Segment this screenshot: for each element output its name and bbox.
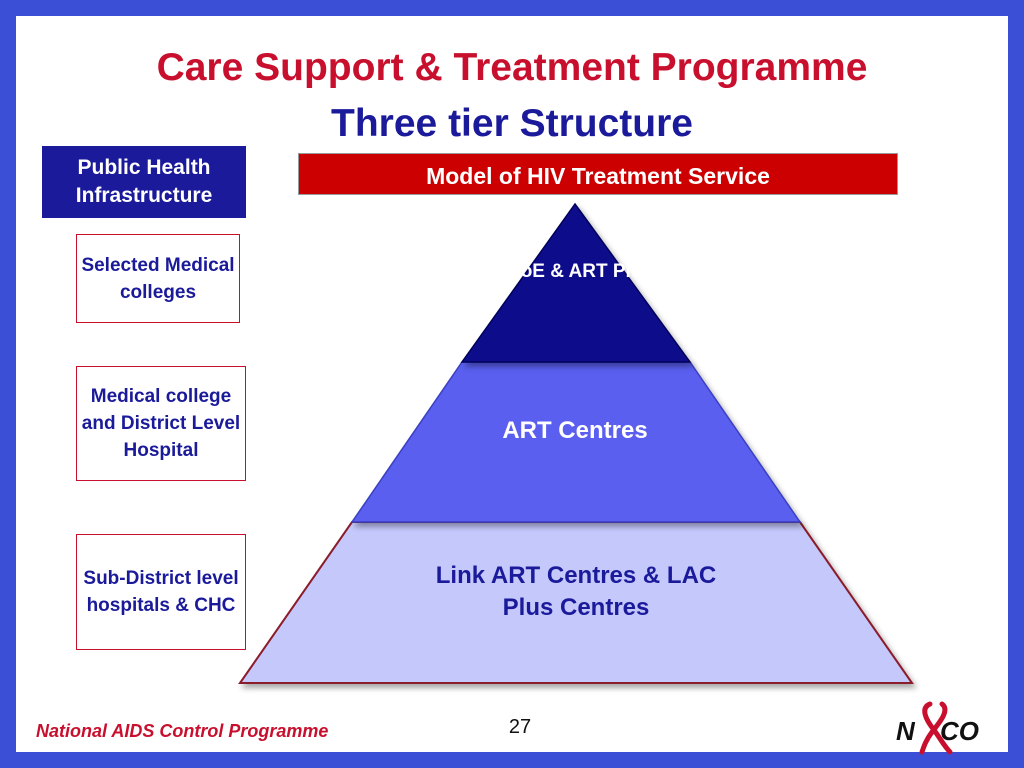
page-number: 27 [508, 716, 532, 738]
tier-1-centre-label: CoE & ART Plus [506, 261, 654, 282]
model-of-hiv-treatment-header: Model of HIV Treatment Service [298, 153, 898, 195]
tier-2-infrastructure-box: Medical college and District Level Hospi… [76, 366, 246, 481]
tier-3-centre-label: Link ART Centres & LAC Plus Centres [435, 562, 717, 621]
public-health-infrastructure-header: Public Health Infrastructure [42, 146, 246, 218]
tier-1-infrastructure-box: Selected Medical colleges [76, 234, 240, 323]
slide-title: Care Support & Treatment Programme [156, 46, 868, 89]
pyramid-tier-top [460, 202, 692, 363]
slide-subtitle: Three tier Structure [331, 102, 693, 145]
footer-organization: National AIDS Control Programme [36, 721, 329, 741]
naco-logo: N CO [896, 701, 979, 755]
svg-text:CO: CO [940, 716, 979, 746]
tier-3-infrastructure-box: Sub-District level hospitals & CHC [76, 534, 246, 650]
tier-2-centre-label: ART Centres [502, 417, 648, 444]
svg-text:N: N [896, 716, 916, 746]
